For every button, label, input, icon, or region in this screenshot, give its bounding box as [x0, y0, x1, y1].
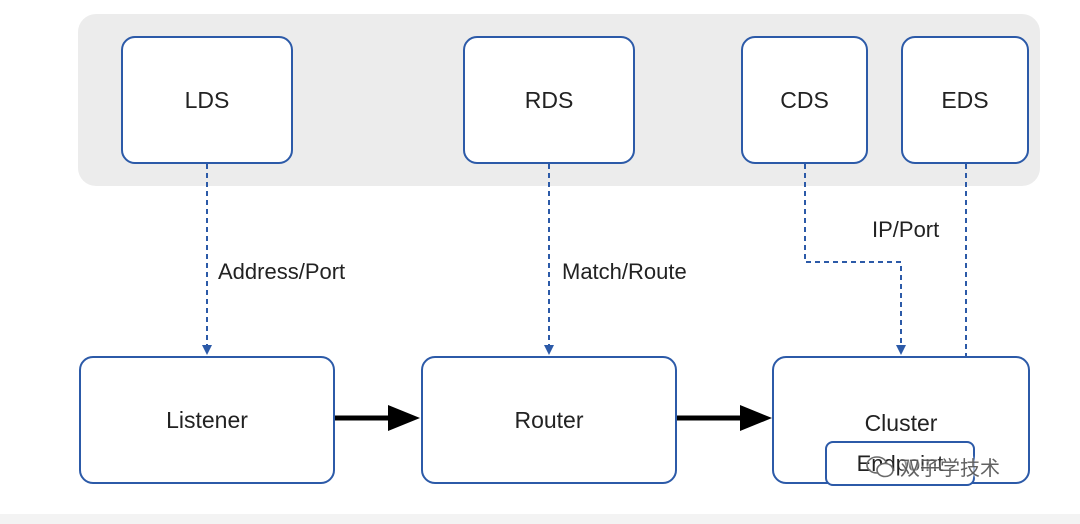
match-route-label: Match/Route: [562, 259, 687, 285]
bottom-strip: [0, 514, 1080, 524]
address-port-label: Address/Port: [218, 259, 346, 285]
rds-box: RDS: [463, 36, 635, 164]
lds-box: LDS: [121, 36, 293, 164]
cds-to-cluster-arrow: [804, 164, 906, 355]
router-box: Router: [421, 356, 677, 484]
listener-box: Listener: [79, 356, 335, 484]
endpoint-box: Endpoint: [825, 441, 975, 486]
watermark: 双子学技术: [866, 452, 1000, 481]
wechat-icon: [866, 455, 894, 477]
cds-box: CDS: [741, 36, 868, 164]
eds-box: EDS: [901, 36, 1029, 164]
watermark-text: 双子学技术: [900, 456, 1000, 480]
ip-port-label: IP/Port: [872, 217, 940, 243]
cluster-label: Cluster: [864, 410, 938, 436]
